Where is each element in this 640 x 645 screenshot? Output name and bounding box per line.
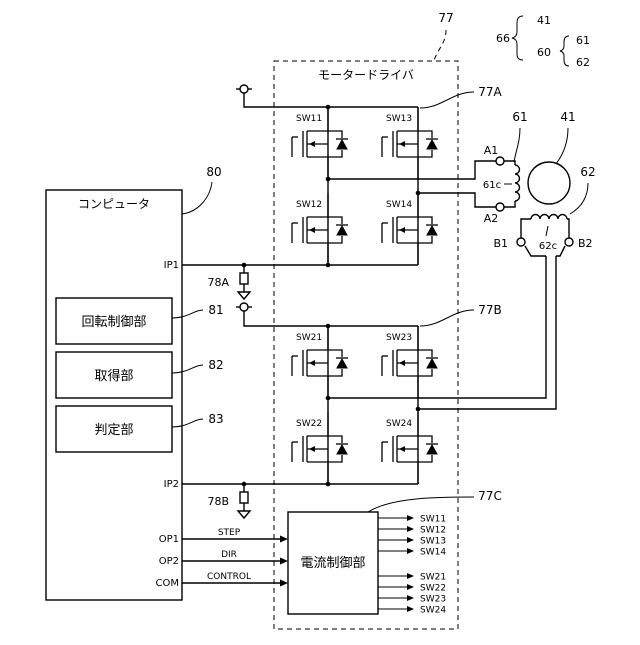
terminal-a1-label: A1	[484, 144, 499, 157]
leader-77b	[420, 310, 474, 326]
output-sw13: SW13	[378, 537, 446, 547]
port-com: COM	[156, 578, 179, 589]
terminal-b2	[565, 238, 573, 246]
output-label-sw11: SW11	[420, 515, 446, 525]
reference-78a	[238, 263, 250, 299]
current-controller-label: 電流制御部	[300, 556, 365, 571]
wire-to-b2	[418, 256, 556, 409]
output-sw21: SW21	[378, 573, 446, 583]
ref-label-41: 41	[560, 110, 575, 124]
ref-label-78a: 78A	[207, 276, 229, 289]
legend-brace-outer	[512, 16, 523, 60]
motor-driver-title: モータードライバ	[318, 68, 414, 82]
leader-62	[570, 183, 588, 214]
signal-dir: DIR	[221, 550, 237, 560]
ref-label-77c: 77C	[478, 489, 502, 503]
terminal-a2	[496, 203, 504, 211]
terminal-b1	[517, 238, 525, 246]
coil-a-winding	[515, 165, 520, 201]
output-sw24: SW24	[378, 606, 446, 616]
ground-78a-symbol	[238, 292, 250, 299]
ref-label-61: 61	[512, 110, 527, 124]
supply-a-terminal	[240, 85, 248, 93]
terminal-a1	[496, 157, 504, 165]
power-rail-b	[236, 303, 418, 326]
output-sw23: SW23	[378, 595, 446, 605]
leader-77	[434, 30, 446, 60]
ref-label-78b: 78B	[207, 495, 229, 508]
switch-label-sw24: SW24	[386, 419, 412, 429]
legend-rotor: 41	[537, 14, 551, 27]
switch-label-sw12: SW12	[296, 200, 322, 210]
output-label-sw23: SW23	[420, 595, 446, 605]
coil-a-label: 61c	[483, 180, 501, 191]
switch-label-sw11: SW11	[296, 114, 322, 124]
computer-title: コンピュータ	[78, 197, 150, 211]
output-label-sw21: SW21	[420, 573, 446, 583]
leader-80	[182, 182, 212, 214]
port-op1: OP1	[159, 534, 179, 545]
coil-b-winding	[531, 215, 567, 220]
legend-coil-a: 61	[576, 34, 590, 47]
leader-61	[514, 128, 520, 162]
resistor-78b-symbol	[240, 492, 248, 503]
switch-label-sw22: SW22	[296, 419, 322, 429]
leader-77a	[420, 92, 474, 108]
output-label-sw24: SW24	[420, 606, 446, 616]
ref-label-81: 81	[208, 303, 223, 317]
ref-label-82: 82	[208, 358, 223, 372]
legend-stator: 60	[537, 46, 551, 59]
ref-label-77a: 77A	[478, 85, 502, 99]
step-arrowhead	[280, 536, 288, 543]
switch-label-sw23: SW23	[386, 333, 412, 343]
output-label-sw22: SW22	[420, 584, 446, 594]
port-ip2: IP2	[164, 479, 179, 490]
judgement-label: 判定部	[94, 423, 133, 438]
output-label-sw12: SW12	[420, 526, 446, 536]
bridge-b-wiring	[326, 256, 556, 486]
terminal-b2-label: B2	[578, 237, 593, 250]
port-op2: OP2	[159, 556, 179, 567]
control-arrowhead	[280, 580, 288, 587]
terminal-a2-label: A2	[484, 212, 499, 225]
dir-arrowhead	[280, 558, 288, 565]
port-ip1: IP1	[164, 260, 179, 271]
rotor-circle	[528, 162, 570, 204]
acquisition-label: 取得部	[94, 368, 133, 384]
signal-step: STEP	[218, 528, 241, 538]
ref-label-77: 77	[438, 11, 453, 25]
switch-label-sw21: SW21	[296, 333, 322, 343]
output-sw22: SW22	[378, 584, 446, 594]
legend-group: 66 41 60 61 62	[496, 14, 590, 69]
ref-label-62: 62	[580, 165, 595, 179]
rotation-control-label: 回転制御部	[81, 315, 146, 330]
leader-41	[556, 128, 568, 164]
legend-brace-inner	[560, 36, 569, 66]
legend-coil-b: 62	[576, 56, 590, 69]
switch-label-sw14: SW14	[386, 200, 412, 210]
signal-control: CONTROL	[207, 572, 251, 582]
reference-78b	[238, 482, 250, 518]
output-sw14: SW14	[378, 548, 446, 558]
terminal-b1-label: B1	[493, 237, 508, 250]
ref-label-83: 83	[208, 412, 223, 426]
output-label-sw13: SW13	[420, 537, 446, 547]
ref-label-77b: 77B	[478, 303, 502, 317]
power-rail-a	[236, 85, 418, 107]
resistor-78a-symbol	[240, 273, 248, 284]
ref-label-80: 80	[206, 165, 221, 179]
wire-to-a1	[328, 161, 498, 179]
output-arrows: SW11SW12SW13SW14SW21SW22SW23SW24	[378, 515, 446, 616]
ground-78b-symbol	[238, 511, 250, 518]
output-sw11: SW11	[378, 515, 446, 525]
supply-b-terminal	[240, 303, 248, 311]
output-sw12: SW12	[378, 526, 446, 536]
coil-b-label: 62c	[539, 241, 557, 252]
output-label-sw14: SW14	[420, 548, 446, 558]
wire-to-b1	[328, 256, 546, 398]
switch-label-sw13: SW13	[386, 114, 412, 124]
legend-motor: 66	[496, 32, 510, 45]
